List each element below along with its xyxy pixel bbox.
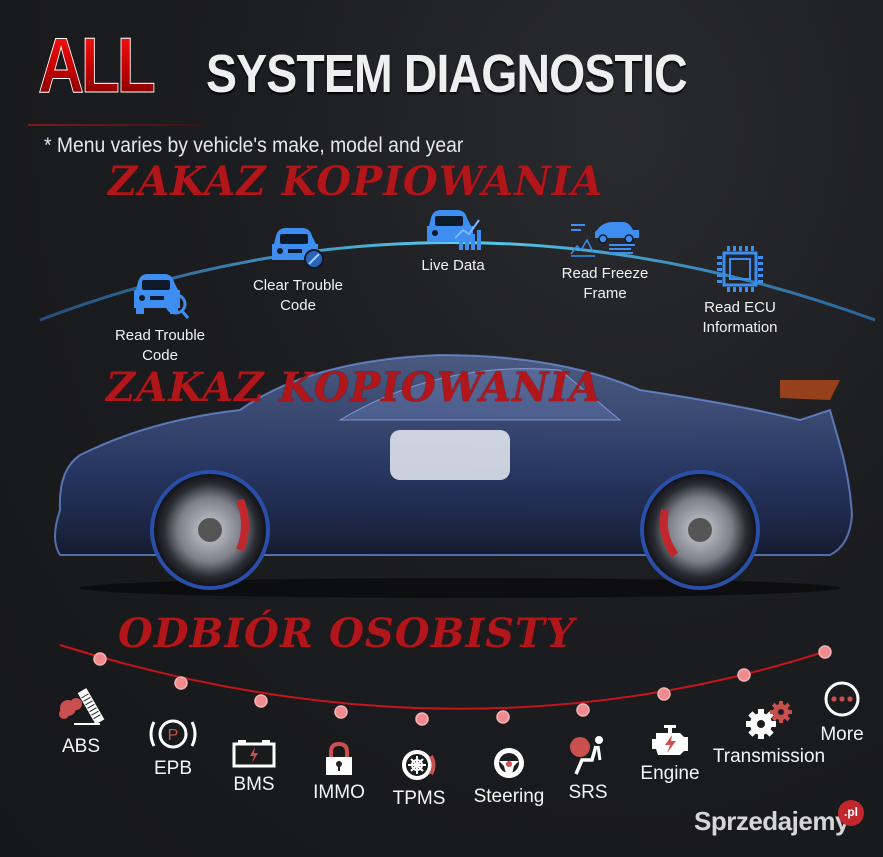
car-clear-icon (272, 228, 324, 269)
freeze-frame-icon (570, 222, 639, 257)
system-abs: ABS (51, 686, 111, 758)
function-read-freeze-frame: Read Freeze Frame (550, 218, 660, 304)
function-label-line2: Information (702, 319, 778, 336)
system-srs: SRS (558, 734, 618, 804)
page-title: SYSTEM DIAGNOSTIC (206, 44, 688, 104)
system-label: IMMO (313, 782, 365, 803)
function-read-ecu-information: Read ECU Information (684, 244, 796, 338)
function-clear-trouble-code: Clear Trouble Code (238, 226, 358, 316)
system-label: ABS (61, 736, 101, 757)
system-engine: Engine (632, 723, 708, 785)
battery-icon (232, 740, 276, 768)
system-bms: BMS (224, 738, 284, 796)
watermark-middle: ZAKAZ KOPIOWANIA (106, 364, 602, 411)
function-label-line1: Read Trouble (114, 327, 206, 344)
function-label-line2: Code (142, 347, 178, 364)
system-label: Transmission (712, 746, 826, 767)
more-dots-icon[interactable] (823, 680, 861, 718)
title-accent: ALL (38, 21, 157, 109)
system-label: Engine (640, 763, 700, 784)
system-epb: P EPB (143, 716, 203, 780)
system-steering: Steering (466, 746, 552, 808)
function-label-line2: Code (280, 297, 316, 314)
car-magnifier-icon (134, 274, 190, 319)
system-label: Steering (473, 786, 545, 807)
system-label: TPMS (392, 788, 446, 809)
watermark-top: ZAKAZ KOPIOWANIA (108, 158, 604, 205)
ecu-chip-icon (717, 246, 763, 292)
system-more[interactable]: More (812, 680, 872, 746)
subtitle-note: * Menu varies by vehicle's make, model a… (44, 134, 464, 157)
svg-text:P: P (168, 727, 179, 744)
function-label-line1: Clear Trouble (252, 277, 344, 294)
title-divider (28, 124, 203, 126)
systems-curve (59, 644, 832, 726)
function-live-data: Live Data (398, 208, 508, 276)
system-immo: IMMO (306, 742, 372, 804)
car-chart-icon (427, 210, 481, 250)
system-label: BMS (233, 774, 275, 795)
transparent-car-illustration (54, 353, 854, 598)
system-label: SRS (568, 782, 608, 803)
system-label: More (820, 724, 864, 745)
engine-icon (652, 725, 688, 755)
steering-wheel-icon (494, 748, 524, 778)
system-transmission: Transmission (706, 700, 832, 768)
airbag-icon (570, 736, 603, 775)
brand-logo: Sprzedajemy (694, 806, 849, 836)
function-label-line1: Read ECU (704, 299, 776, 316)
system-label: EPB (153, 758, 193, 779)
watermark-bottom: ODBIÓR OSOBISTY (118, 610, 576, 657)
padlock-icon (326, 742, 352, 775)
abs-brake-pedal-icon (59, 688, 105, 725)
function-label-line1: Live Data (421, 257, 485, 274)
parking-brake-icon: P (149, 719, 197, 749)
brand-suffix-badge: .pl (838, 800, 864, 826)
function-label-line2: Frame (583, 285, 627, 302)
function-label-line1: Read Freeze (561, 265, 649, 282)
system-tpms: TPMS (388, 748, 450, 810)
gears-icon (746, 701, 792, 739)
tire-pressure-icon (402, 750, 436, 780)
function-read-trouble-code: Read Trouble Code (100, 272, 220, 366)
